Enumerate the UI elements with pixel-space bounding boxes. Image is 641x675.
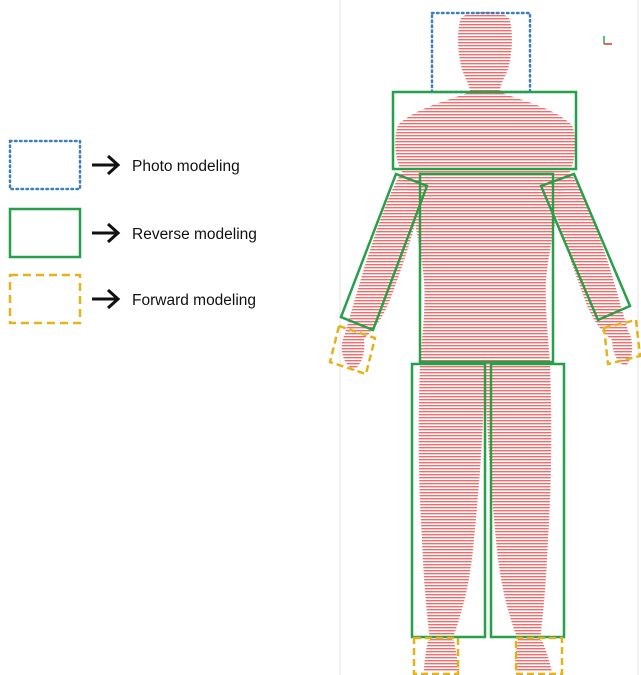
legend-label-photo-modeling: Photo modeling [132,158,240,175]
arrow-right-icon [92,224,118,242]
arrow-right-icon [92,156,118,174]
point-cloud-right-arm [548,172,628,340]
legend-swatch-photo-modeling [10,141,80,189]
legend-swatch-reverse-modeling [10,209,80,257]
point-cloud-left-arm [346,172,425,340]
legend-label-reverse-modeling: Reverse modeling [132,226,257,243]
point-cloud-right-leg [485,362,551,640]
point-cloud-body [342,12,633,672]
legend-label-forward-modeling: Forward modeling [132,292,256,309]
point-cloud-head [458,12,512,92]
point-cloud-left-leg [419,362,485,640]
point-cloud-right-foot [515,640,552,672]
legend: Photo modeling Reverse modeling Forward … [10,141,257,323]
point-cloud-left-foot [424,640,460,672]
legend-swatch-forward-modeling [10,275,80,323]
axis-gizmo-icon [604,36,612,44]
point-cloud-chest [395,92,575,172]
arrow-right-icon [92,290,118,308]
